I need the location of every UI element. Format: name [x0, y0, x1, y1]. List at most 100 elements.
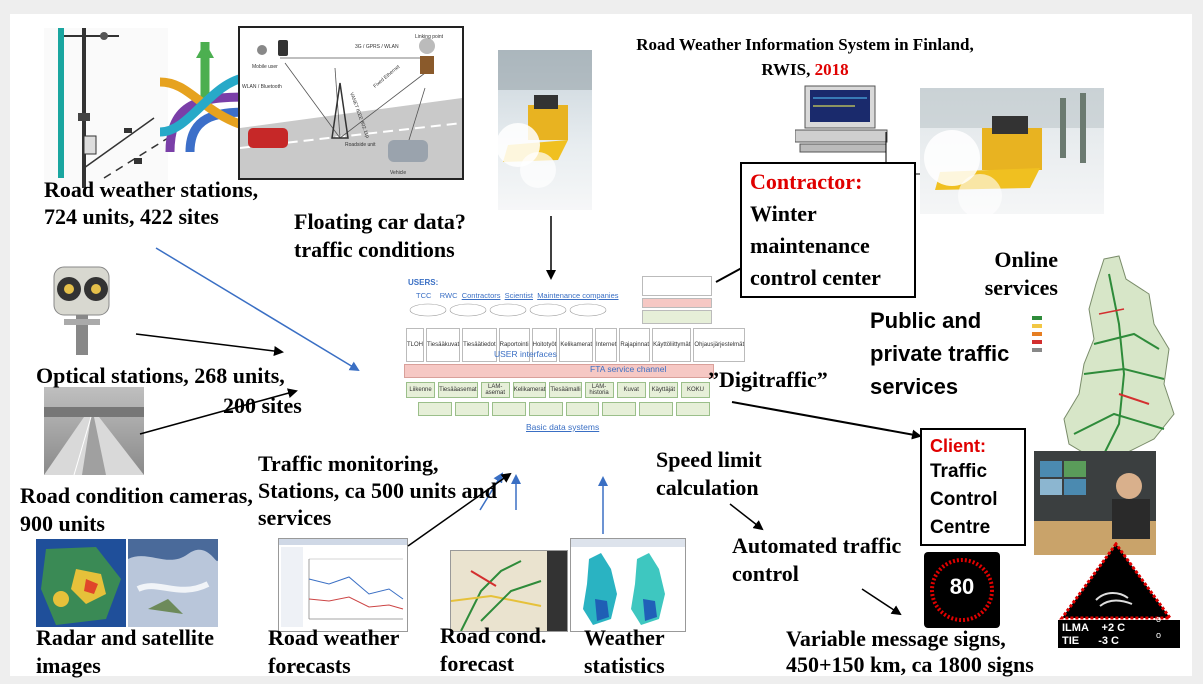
- arrow-speed-limit: [729, 503, 764, 531]
- fta-module: Käyttöliittymät: [652, 328, 692, 362]
- arrow-optical: [135, 333, 284, 356]
- fta-user-interfaces-label: USER interfaces: [494, 349, 557, 359]
- speed-sign-value: 80: [949, 574, 975, 599]
- network-label-linking: Linking point: [415, 34, 444, 40]
- network-label-3g: 3G / GPRS / WLAN: [355, 44, 399, 50]
- radar-image: [36, 539, 126, 627]
- label-optical-stations: Optical stations, 268 units,: [36, 363, 285, 388]
- fta-bottom-modules-row1: Liikenne Tiesääasemat LAM-asemat Kelikam…: [406, 382, 711, 398]
- fta-right-stack: [642, 276, 712, 324]
- fta-base-module: KOKU: [680, 382, 711, 398]
- fta-base-module: Liikenne: [406, 382, 436, 398]
- fta-module: Hoitotyöt: [531, 328, 558, 362]
- vms-tie-value: -3 C: [1098, 635, 1119, 647]
- label-optical-sites: 200 sites: [223, 393, 302, 418]
- network-label-mobile: Mobile user: [252, 64, 278, 70]
- arrow-to-client: [731, 401, 922, 440]
- fta-base-module: Tiesäämalli: [549, 382, 582, 398]
- fta-basic-data-label: Basic data systems: [526, 422, 600, 432]
- fta-user-maintenance: Maintenance companies: [537, 291, 619, 300]
- arrow-tms: [479, 472, 504, 511]
- arrow-cameras: [139, 388, 298, 435]
- fta-base-module: Käyttäjät: [648, 382, 678, 398]
- fta-users-title: USERS:: [408, 278, 439, 287]
- fta-user-scientist: Scientist: [504, 291, 534, 300]
- label-traffic-monitoring: Traffic monitoring, Stations, ca 500 uni…: [258, 451, 498, 530]
- contractor-heading: Contractor:: [750, 169, 863, 194]
- fta-user-groups: TCC RWC Contractors Scientist Maintenanc…: [416, 291, 619, 300]
- fta-user-ovals: [409, 303, 607, 317]
- road-weather-forecast-image: [278, 538, 408, 632]
- label-online-services: Online services: [984, 247, 1058, 300]
- fta-module: Internet: [595, 328, 618, 362]
- fta-module: TLOH: [406, 328, 425, 362]
- fta-architecture-diagram: USERS: TCC RWC Contractors Scientist Mai…: [398, 276, 746, 471]
- computer-image: [795, 84, 895, 154]
- fta-base-module: LAM-asemat: [480, 382, 510, 398]
- label-radar-satellite: Radar and satellite images: [36, 625, 215, 678]
- network-label-wlan: WLAN / Bluetooth: [242, 84, 282, 90]
- network-label-rsu: Roadside unit: [345, 142, 376, 148]
- contractor-body: Winter maintenance control center: [750, 201, 881, 290]
- label-road-weather-stations: Road weather stations, 724 units, 422 si…: [44, 177, 259, 229]
- communication-network-image: 3G / GPRS / WLAN WLAN / Bluetooth Linkin…: [238, 26, 464, 180]
- label-road-cond-forecast: Road cond. forecast: [440, 623, 547, 676]
- optical-station-image: [44, 259, 124, 359]
- road-condition-forecast-image: [450, 550, 568, 632]
- vms-ilma-row: ILMA +2 C: [1062, 622, 1125, 634]
- fta-base-module: Tiesääasemat: [438, 382, 478, 398]
- fta-top-modules: TLOH Tiesääkuvat Tiesäätiedot Raportoint…: [406, 328, 746, 362]
- satellite-image: [128, 539, 218, 627]
- snowplow-photo-small: [498, 50, 592, 210]
- title-line-2: RWIS, 2018: [761, 60, 849, 79]
- label-road-weather-forecasts: Road weather forecasts: [268, 625, 399, 678]
- data-flow-arrows-graphic: [160, 42, 248, 152]
- diagram-title: Road Weather Information System in Finla…: [570, 32, 1040, 82]
- vms-tie-row: TIE -3 C: [1062, 635, 1119, 647]
- fta-service-channel-label: FTA service channel: [590, 364, 667, 374]
- title-line-1: Road Weather Information System in Finla…: [636, 35, 974, 54]
- speed-sign: 80: [924, 552, 1000, 628]
- vms-tie-label: TIE: [1062, 635, 1080, 647]
- arrow-vms: [861, 588, 902, 616]
- vms-degree-mark-2: o: [1156, 630, 1162, 640]
- fta-base-module: Kuvat: [616, 382, 646, 398]
- label-variable-message-signs: Variable message signs, 450+150 km, ca 1…: [786, 626, 1034, 677]
- fta-module: Kelikamerat: [559, 328, 594, 362]
- warning-vms-sign: ILMA +2 C TIE -3 C o o: [1058, 542, 1192, 648]
- label-digitraffic: ”Digitraffic”: [708, 367, 828, 392]
- fta-module: Tiesääkuvat: [426, 328, 461, 362]
- client-box: Client: Traffic Control Centre: [920, 428, 1026, 546]
- vms-degree-mark-1: o: [1156, 614, 1162, 624]
- label-weather-statistics: Weather statistics: [584, 625, 665, 678]
- slide: Road Weather Information System in Finla…: [10, 14, 1192, 678]
- fta-user-contractors: Contractors: [461, 291, 501, 300]
- road-weather-station-image: [44, 28, 168, 188]
- arrow-rw-forecast: [407, 472, 512, 547]
- network-label-vehicle: Vehicle: [390, 170, 406, 176]
- fta-bottom-modules-row2: [418, 402, 710, 416]
- fta-user-tcc: TCC: [416, 291, 432, 300]
- fta-base-module: Kelikamerat: [512, 382, 547, 398]
- vms-ilma-label: ILMA: [1062, 622, 1089, 634]
- label-automated-traffic-control: Automated traffic control: [732, 533, 902, 586]
- client-heading: Client:: [930, 436, 986, 456]
- fta-module: Ohjausjärjestelmät: [693, 328, 746, 362]
- label-floating-car-data: Floating car data? traffic conditions: [294, 209, 466, 262]
- fta-service-channel-bar: [404, 364, 714, 378]
- label-speed-limit: Speed limit calculation: [656, 447, 762, 500]
- weather-statistics-image: [570, 538, 686, 632]
- client-body: Traffic Control Centre: [930, 461, 998, 538]
- title-year: 2018: [814, 60, 849, 79]
- fta-module: Rajapinnat: [619, 328, 651, 362]
- arrow-rws: [155, 247, 360, 372]
- fta-base-module: LAM-historia: [584, 382, 614, 398]
- label-road-condition-cameras: Road condition cameras, 900 units: [20, 483, 253, 536]
- label-public-private-services: Public and private traffic services: [870, 308, 1010, 399]
- road-camera-photo: [44, 387, 144, 475]
- traffic-control-centre-photo: [1034, 451, 1156, 555]
- fta-user-rwc: RWC: [439, 291, 458, 300]
- fta-module: Tiesäätiedot: [462, 328, 497, 362]
- fta-module: Raportointi: [498, 328, 530, 362]
- snowplow-photo-large: [920, 88, 1104, 214]
